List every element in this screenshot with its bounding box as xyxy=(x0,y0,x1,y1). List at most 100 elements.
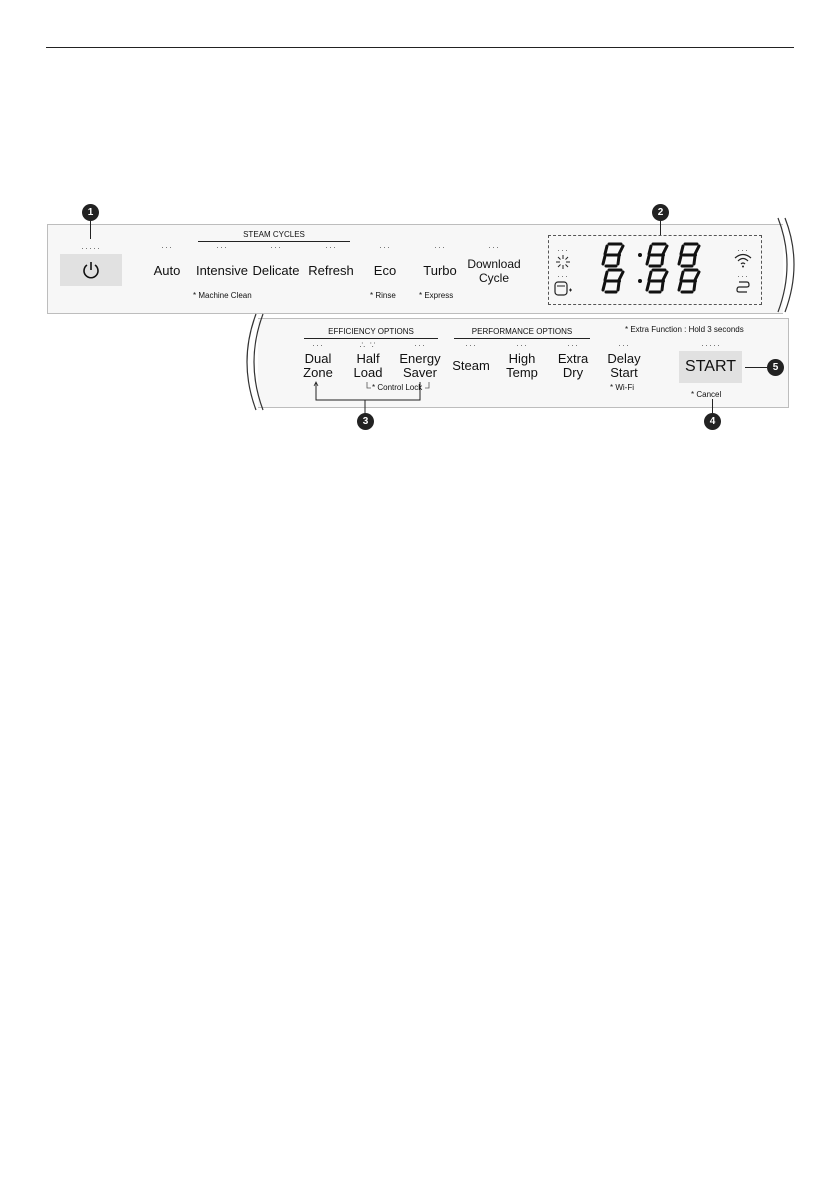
display-segment xyxy=(661,270,669,282)
cancel-note: * Cancel xyxy=(691,390,722,399)
callout-1-leader xyxy=(90,221,91,239)
callout-2-leader xyxy=(660,221,661,235)
seven-segment-digits xyxy=(601,242,701,294)
extra-dry-line2: Dry xyxy=(562,365,584,380)
steam-button[interactable]: Steam xyxy=(452,358,490,373)
detergent-dots: ··· xyxy=(557,271,569,281)
display-segment xyxy=(601,254,607,266)
auto-dots: ··· xyxy=(161,242,173,252)
turbo-dots: ··· xyxy=(434,242,446,252)
machine-clean-note: * Machine Clean xyxy=(193,291,252,300)
callout-5-leader xyxy=(745,367,767,368)
display-segment xyxy=(645,254,651,266)
eco-button[interactable]: Eco xyxy=(373,263,397,278)
half-load-line1: Half xyxy=(356,351,380,366)
digital-display xyxy=(548,235,762,305)
refresh-button[interactable]: Refresh xyxy=(308,263,354,278)
display-segment xyxy=(679,244,685,256)
energy-saver-line2: Saver xyxy=(403,365,437,380)
extra-dry-button[interactable]: Extra Dry xyxy=(551,352,595,380)
download-cycle-dots: ··· xyxy=(488,242,500,252)
display-segment xyxy=(647,244,653,256)
start-button[interactable]: START xyxy=(679,351,742,383)
control-lock-note: * Control Lock xyxy=(372,383,423,392)
rinse-refill-dots: ··· xyxy=(737,271,749,281)
delay-start-line1: Delay xyxy=(607,351,641,366)
callout-3: 3 xyxy=(357,413,374,430)
steam-dots: ··· xyxy=(465,340,477,350)
sparkle-icon xyxy=(556,255,570,269)
intensive-dots: ··· xyxy=(216,242,228,252)
half-load-button[interactable]: Half Load xyxy=(346,352,390,380)
display-segment xyxy=(601,280,607,292)
display-segment xyxy=(660,280,665,292)
wifi-dots: ··· xyxy=(737,245,749,255)
callout-3-bracket xyxy=(313,381,421,414)
delicate-dots: ··· xyxy=(270,242,282,252)
download-cycle-button[interactable]: Download Cycle xyxy=(466,257,522,285)
display-colon xyxy=(638,279,642,283)
extra-function-note: * Extra Function : Hold 3 seconds xyxy=(625,325,744,334)
power-button[interactable] xyxy=(60,254,122,286)
half-load-dots: ∴ ∵ xyxy=(359,340,377,350)
rinse-note: * Rinse xyxy=(370,291,396,300)
dual-zone-dots: ··· xyxy=(312,340,324,350)
high-temp-line1: High xyxy=(508,351,536,366)
display-segment xyxy=(616,254,621,266)
display-segment xyxy=(617,244,625,256)
display-segment xyxy=(692,280,697,292)
turbo-button[interactable]: Turbo xyxy=(423,263,457,278)
display-segment xyxy=(692,254,697,266)
delicate-button[interactable]: Delicate xyxy=(252,263,300,278)
panel-break-right-icon xyxy=(777,217,795,313)
download-cycle-line1: Download xyxy=(467,257,521,271)
callout-5: 5 xyxy=(767,359,784,376)
display-segment xyxy=(617,270,625,282)
display-segment xyxy=(603,244,609,256)
callout-4-leader xyxy=(712,399,713,413)
high-temp-dots: ··· xyxy=(516,340,528,350)
intensive-button[interactable]: Intensive xyxy=(195,263,249,278)
display-colon xyxy=(638,253,642,257)
wifi-icon xyxy=(734,253,752,268)
callout-2: 2 xyxy=(652,204,669,221)
energy-saver-line1: Energy xyxy=(399,351,441,366)
display-segment xyxy=(616,280,621,292)
high-temp-button[interactable]: High Temp xyxy=(500,352,544,380)
performance-options-line xyxy=(454,338,590,339)
delay-start-button[interactable]: Delay Start xyxy=(602,352,646,380)
display-segment xyxy=(679,270,685,282)
auto-button[interactable]: Auto xyxy=(153,263,181,278)
display-segment xyxy=(661,244,669,256)
callout-4: 4 xyxy=(704,413,721,430)
page-top-rule xyxy=(46,47,794,48)
dual-zone-line2: Zone xyxy=(303,365,333,380)
display-segment xyxy=(660,254,665,266)
steam-cycles-line xyxy=(198,241,350,242)
wifi-note: * Wi-Fi xyxy=(610,383,634,392)
eco-dots: ··· xyxy=(379,242,391,252)
dual-zone-button[interactable]: Dual Zone xyxy=(296,352,340,380)
steam-cycles-label: STEAM CYCLES xyxy=(243,230,305,239)
display-segment xyxy=(677,254,683,266)
high-temp-line2: Temp xyxy=(506,365,538,380)
express-note: * Express xyxy=(419,291,454,300)
efficiency-options-line xyxy=(304,338,438,339)
sparkle-dots: ··· xyxy=(557,245,569,255)
download-cycle-line2: Cycle xyxy=(478,271,509,285)
display-segment xyxy=(693,244,701,256)
rinse-refill-icon xyxy=(736,281,750,293)
control-lock-bracket xyxy=(366,382,430,389)
performance-options-label: PERFORMANCE OPTIONS xyxy=(471,327,573,336)
efficiency-options-label: EFFICIENCY OPTIONS xyxy=(328,327,414,336)
refresh-dots: ··· xyxy=(325,242,337,252)
extra-dry-dots: ··· xyxy=(567,340,579,350)
energy-saver-dots: ··· xyxy=(414,340,426,350)
half-load-line2: Load xyxy=(353,365,383,380)
display-segment xyxy=(677,280,683,292)
start-indicator-dots: ····· xyxy=(701,340,721,350)
energy-saver-button[interactable]: Energy Saver xyxy=(394,352,446,380)
delay-start-dots: ··· xyxy=(618,340,630,350)
detergent-icon xyxy=(554,281,572,296)
display-segment xyxy=(645,280,651,292)
